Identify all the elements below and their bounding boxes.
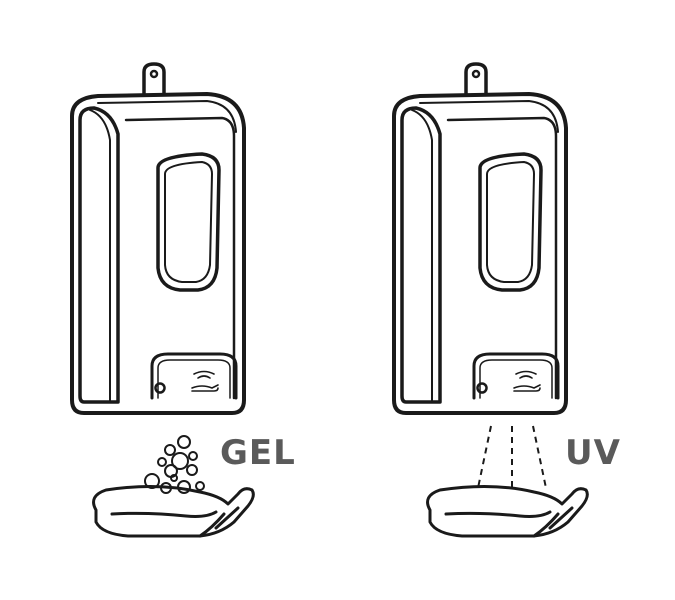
uv-label: UV bbox=[565, 433, 621, 473]
right-hand bbox=[426, 484, 589, 538]
gel-label: GEL bbox=[220, 433, 296, 473]
uv-rays-icon bbox=[477, 425, 547, 489]
left-hand bbox=[92, 484, 255, 538]
uv-dispenser bbox=[392, 62, 568, 415]
hand-sensor-icon bbox=[513, 370, 541, 392]
gel-dispenser bbox=[70, 62, 246, 415]
hand-sensor-icon bbox=[191, 370, 219, 392]
gel-bubbles-icon bbox=[144, 435, 205, 494]
